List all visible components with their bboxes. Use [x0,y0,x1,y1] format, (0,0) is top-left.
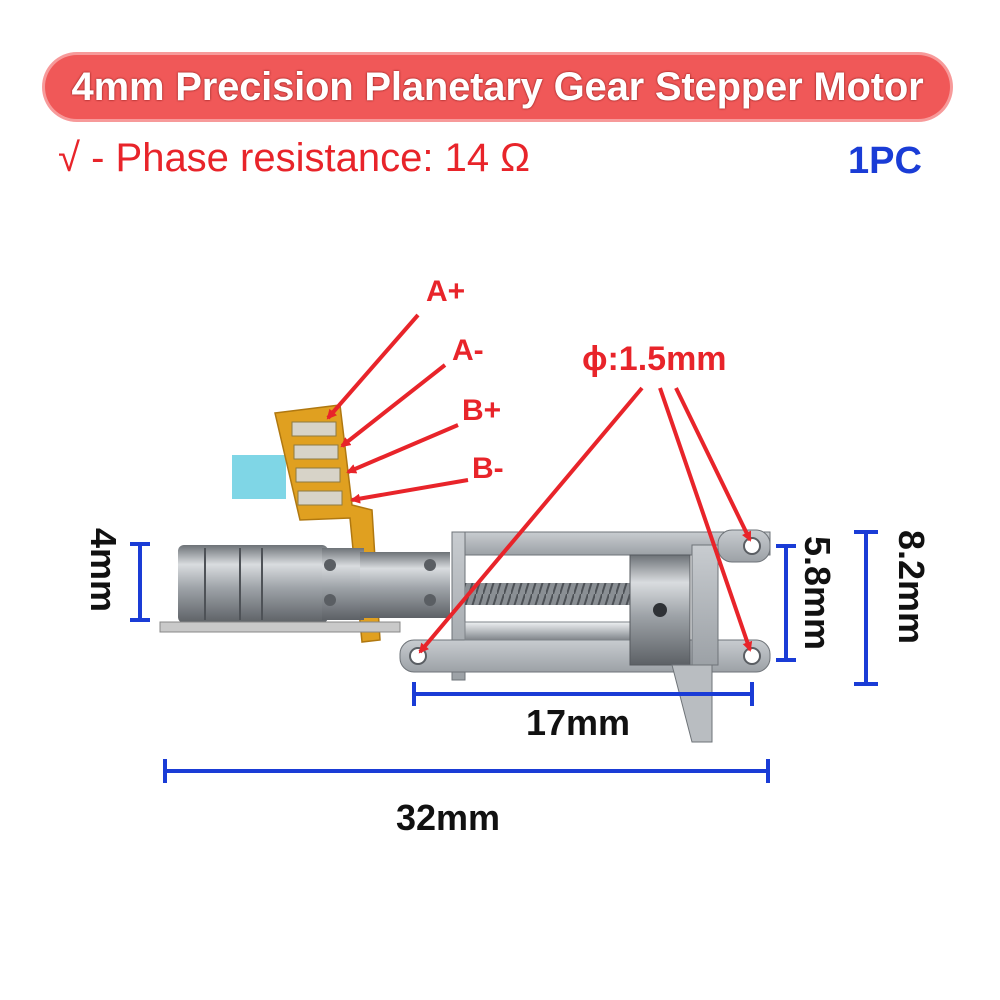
flex-cable [232,404,381,643]
slider-bracket [399,529,771,743]
pin-pad-a-plus [291,421,337,437]
quantity-label: 1PC [848,140,922,182]
dim-bracket-length [412,682,754,706]
pin-label-a-plus: A+ [426,275,466,308]
lead-screw [465,583,665,605]
dim-label-motor-diameter: 4mm [83,528,124,613]
arrow-b-minus [350,478,469,504]
arrow-hole-top [674,387,752,542]
pin-label-a-minus: A- [452,334,484,367]
dimension-lines [130,530,878,783]
hole-arrows [418,386,753,654]
slider-hole [653,603,667,617]
gearbox-section-2 [360,552,450,618]
check-icon: √ [58,136,80,180]
arrow-hole-left [418,386,644,654]
slider-tab [671,664,713,743]
arrow-hole-bottom [658,387,753,652]
arrow-a-minus [340,363,447,448]
gearbox-section [322,548,364,620]
dim-label-bracket-length: 17mm [526,702,631,743]
phase-resistance-text: - Phase resistance: 14 Ω [91,136,531,180]
mount-hole-bottom [743,647,761,665]
cable-tape [232,455,286,499]
pin-label-b-minus: B- [472,452,504,485]
arrow-a-plus [326,313,420,420]
dim-bracket-height [854,530,878,686]
pin-label-b-plus: B+ [462,394,502,427]
product-title: 4mm Precision Planetary Gear Stepper Mot… [71,65,924,109]
dim-label-hole-spacing: 5.8mm [797,536,838,651]
arrow-b-plus [346,423,459,474]
pin-pad-b-plus [295,467,341,483]
dim-hole-spacing [776,544,796,662]
spec-line: √ - Phase resistance: 14 Ω [58,136,530,181]
title-banner [45,55,950,119]
dim-label-bracket-height: 8.2mm [891,530,932,645]
hole-diameter-label: ϕ:1.5mm [582,340,727,378]
mount-hole-top [743,537,761,555]
dim-motor-diameter [130,542,150,622]
pin-pad-b-minus [297,490,343,506]
motor-body [159,545,450,633]
pin-pad-a-minus [293,444,339,460]
motor-base-plate [159,621,401,633]
pin-arrows [326,313,469,504]
dim-total-length [163,759,770,783]
dim-label-total-length: 32mm [396,797,501,838]
